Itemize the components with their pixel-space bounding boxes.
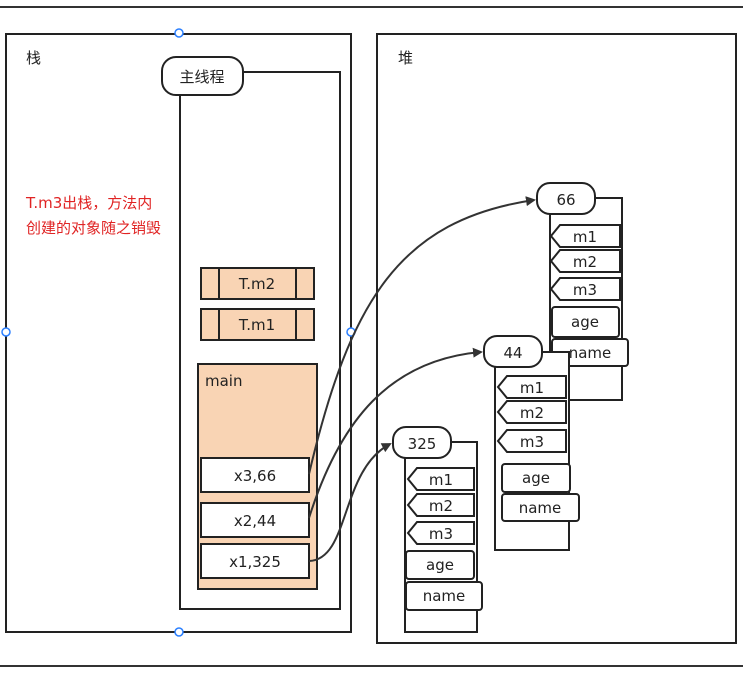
stack-note: T.m3出栈，方法内 创建的对象随之销毁: [25, 194, 161, 237]
field-label: age: [522, 469, 550, 487]
var-label: x3,66: [234, 467, 276, 485]
stack-note-line-1: T.m3出栈，方法内: [25, 194, 152, 212]
stack-frame-tm1[interactable]: T.m1: [200, 308, 315, 341]
main-frame-label: main: [205, 372, 242, 390]
field-label: age: [426, 556, 454, 574]
stack-panel: 栈 T.m3出栈，方法内 创建的对象随之销毁 主线程 T.m2 T.m1: [1, 28, 356, 637]
field-label: age: [571, 313, 599, 331]
object-id: 325: [408, 435, 437, 453]
var-x3[interactable]: x3,66: [200, 457, 310, 493]
stack-note-line-2: 创建的对象随之销毁: [26, 219, 161, 237]
stack-frame-main[interactable]: main x3,66 x2,44 x1,325: [197, 363, 318, 590]
object-id: 66: [556, 191, 575, 209]
var-label: x1,325: [229, 553, 281, 571]
heap-object-325[interactable]: 325 m1 m2 m3 age name: [392, 426, 483, 633]
ref-arrow-x2-to-44[interactable]: [308, 347, 483, 519]
method-label: m2: [520, 404, 544, 422]
resize-handle-bottom[interactable]: [174, 627, 184, 637]
var-x2[interactable]: x2,44: [200, 502, 310, 538]
method-label: m1: [429, 471, 453, 489]
method-label: m1: [520, 379, 544, 397]
resize-handle-top[interactable]: [174, 28, 184, 38]
main-thread-label: 主线程: [179, 68, 224, 86]
method-label: m3: [573, 281, 597, 299]
stack-frame-label: T.m2: [238, 275, 275, 293]
heap-object-44[interactable]: 44 m1 m2 m3 age name: [483, 335, 580, 551]
ref-arrow-x3-to-66[interactable]: [308, 196, 536, 475]
stack-frame-label: T.m1: [238, 316, 275, 334]
stack-frame-tm2[interactable]: T.m2: [200, 267, 315, 300]
ref-arrow-x1-to-325[interactable]: [308, 443, 392, 562]
main-thread-box: [179, 71, 341, 610]
method-label: m3: [520, 433, 544, 451]
field-label: name: [423, 587, 466, 605]
method-label: m2: [429, 497, 453, 515]
stack-title: 栈: [26, 49, 41, 67]
resize-handle-left[interactable]: [1, 327, 11, 337]
method-label: m3: [429, 525, 453, 543]
main-thread-label-pill[interactable]: [161, 56, 244, 96]
object-id: 44: [503, 344, 522, 362]
method-label: m1: [573, 228, 597, 246]
heap-title: 堆: [398, 49, 413, 67]
var-x1[interactable]: x1,325: [200, 543, 310, 579]
method-label: m2: [573, 253, 597, 271]
field-label: name: [519, 499, 562, 517]
var-label: x2,44: [234, 512, 276, 530]
heap-panel: 堆 66 m1 m2 m3 age name 44 m1 m2: [376, 33, 737, 644]
field-label: name: [569, 344, 612, 362]
